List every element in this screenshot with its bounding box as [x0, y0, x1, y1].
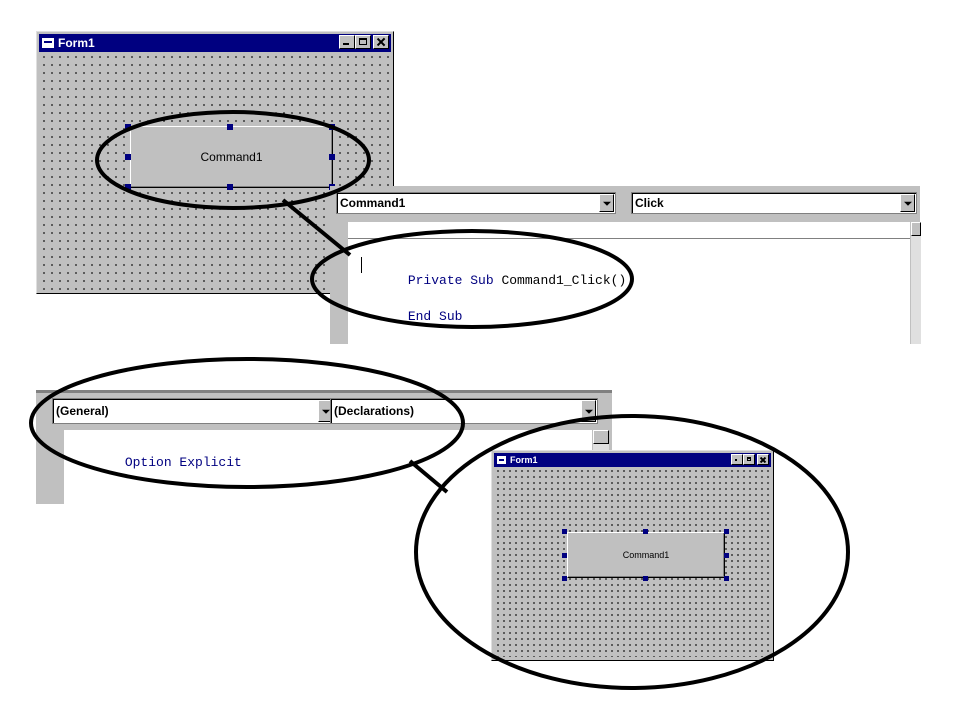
resize-handle[interactable] — [329, 154, 335, 160]
keyword-token: End Sub — [407, 309, 463, 324]
procedure-combo-value: (Declarations) — [334, 404, 415, 418]
resize-handle[interactable] — [125, 154, 131, 160]
dropdown-arrow-icon[interactable] — [599, 194, 614, 212]
bottom-command1-label: Command1 — [622, 550, 670, 560]
code-line: End Sub — [361, 294, 463, 339]
bottom-form-design-grid[interactable]: Command1 — [495, 468, 770, 657]
resize-handle[interactable] — [724, 553, 729, 558]
margin-indicator-bar — [42, 430, 64, 504]
resize-handle[interactable] — [329, 124, 335, 130]
procedure-combo[interactable]: (Declarations) — [330, 398, 598, 424]
procedure-combo-value: Click — [635, 196, 664, 210]
close-icon[interactable] — [373, 35, 389, 49]
bottom-form-titlebar[interactable]: Form1 — [494, 453, 771, 467]
top-code-editor[interactable]: Private Sub Command1_Click() End Sub — [336, 222, 910, 344]
object-combo-value: Command1 — [340, 196, 406, 210]
minimize-icon[interactable] — [339, 35, 355, 49]
top-form-titlebar[interactable]: Form1 — [39, 34, 391, 52]
resize-handle[interactable] — [227, 184, 233, 190]
resize-handle[interactable] — [562, 529, 567, 534]
bottom-form-title: Form1 — [510, 455, 538, 465]
minimize-icon[interactable] — [731, 454, 743, 465]
bottom-command1-button[interactable]: Command1 — [567, 532, 725, 578]
form-app-icon — [497, 456, 506, 464]
code-line: Option Explicit — [78, 440, 242, 485]
resize-handle[interactable] — [227, 124, 233, 130]
top-command1-button[interactable]: Command1 — [130, 126, 333, 188]
keyword-token: Option Explicit — [124, 455, 242, 470]
resize-handle[interactable] — [724, 529, 729, 534]
top-code-window: Command1 Click Private Sub Command1_Clic… — [330, 186, 921, 344]
resize-handle[interactable] — [125, 124, 131, 130]
resize-handle[interactable] — [125, 184, 131, 190]
bottom-form-window: Form1 Command1 — [491, 450, 774, 661]
object-combo[interactable]: Command1 — [336, 192, 616, 214]
keyword-token: Private Sub — [407, 273, 494, 288]
form-app-icon — [42, 38, 54, 48]
bottom-form-caption-buttons — [731, 454, 769, 465]
resize-handle[interactable] — [643, 529, 648, 534]
close-icon[interactable] — [757, 454, 769, 465]
top-form-caption-buttons — [339, 35, 389, 49]
object-combo-value: (General) — [56, 404, 109, 418]
procedure-combo[interactable]: Click — [631, 192, 917, 214]
dropdown-arrow-icon[interactable] — [900, 194, 915, 212]
vertical-scrollbar[interactable] — [910, 222, 921, 344]
maximize-icon[interactable] — [355, 35, 371, 49]
top-command1-label: Command1 — [200, 150, 263, 164]
resize-handle[interactable] — [562, 553, 567, 558]
scroll-up-icon[interactable] — [911, 222, 921, 236]
object-combo[interactable]: (General) — [52, 398, 335, 424]
maximize-icon[interactable] — [743, 454, 755, 465]
top-form-title: Form1 — [58, 36, 95, 50]
resize-handle[interactable] — [562, 576, 567, 581]
procedure-separator — [348, 238, 910, 239]
bottom-window-frame-top — [36, 390, 612, 393]
resize-handle[interactable] — [724, 576, 729, 581]
dropdown-arrow-icon[interactable] — [581, 400, 596, 422]
resize-handle[interactable] — [643, 576, 648, 581]
identifier-token: Command1_Click() — [493, 273, 627, 288]
margin-indicator-bar — [336, 222, 348, 344]
scroll-up-icon[interactable] — [593, 430, 609, 444]
